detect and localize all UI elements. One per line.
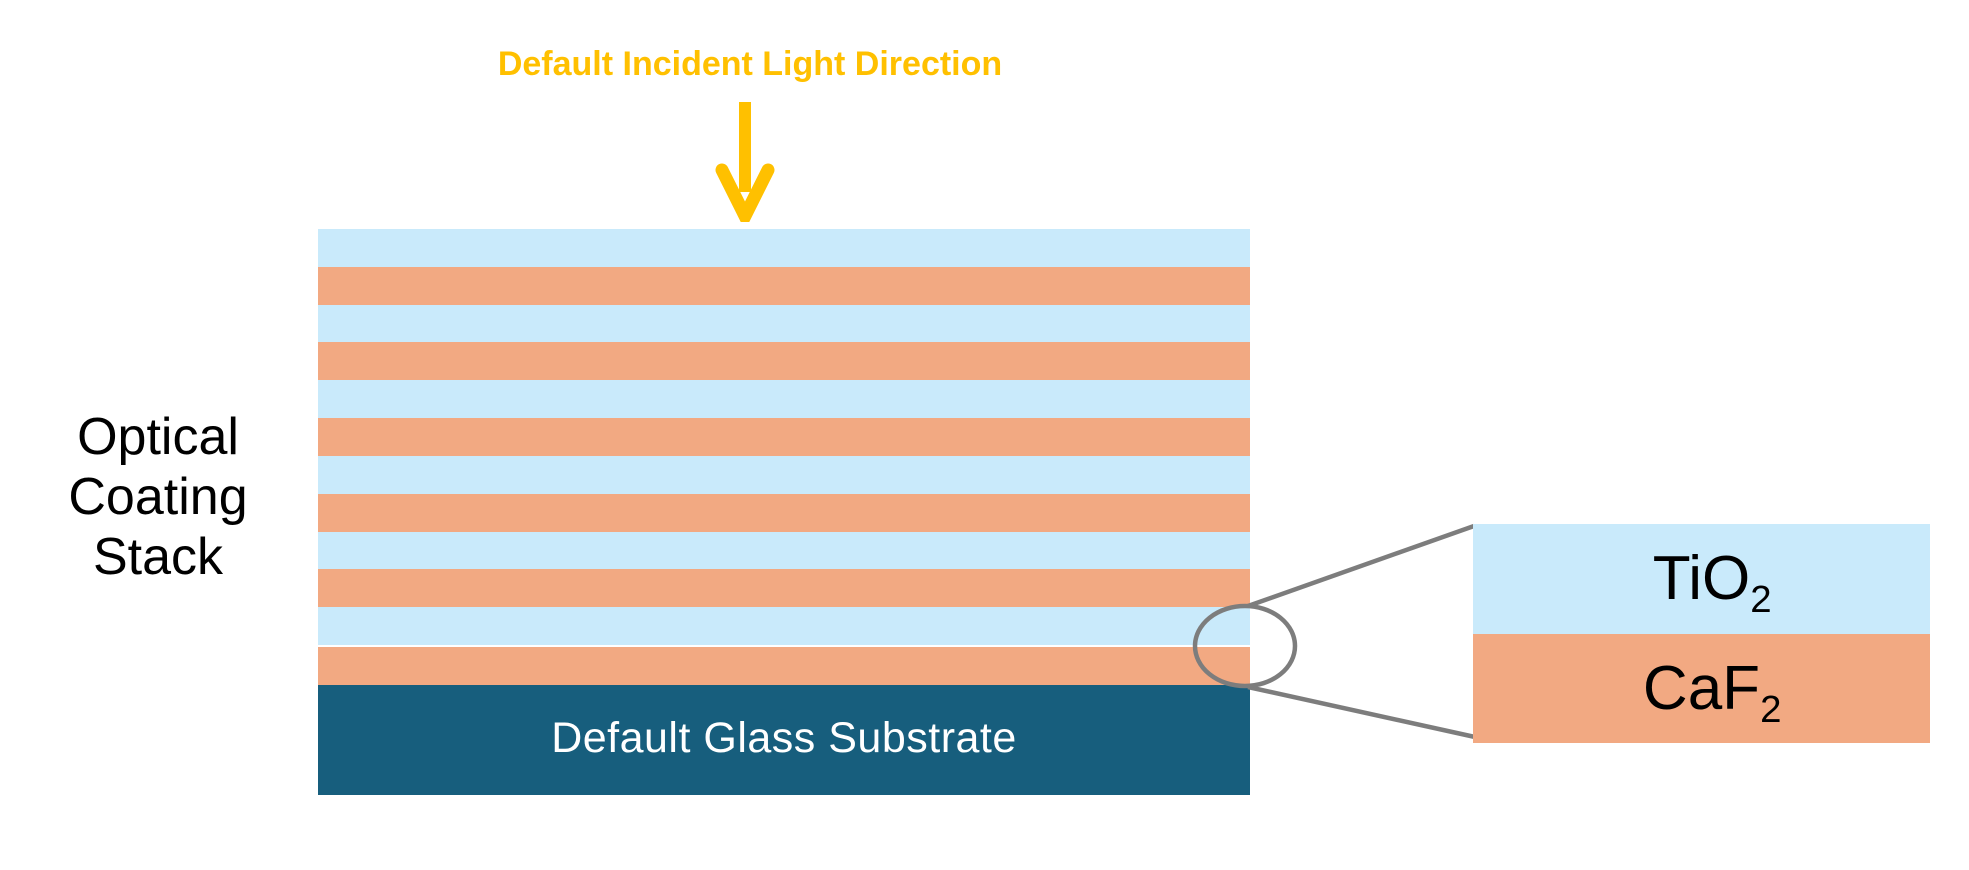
- coating-layer-5-tio2: [318, 380, 1250, 419]
- tio2-formula-main: TiO: [1652, 544, 1751, 614]
- stack-label: Optical Coating Stack: [38, 407, 278, 587]
- glass-substrate-label: Default Glass Substrate: [551, 713, 1017, 762]
- stack-label-line-2: Coating: [68, 468, 248, 526]
- coating-stack: Default Glass Substrate: [318, 229, 1250, 795]
- down-arrow-icon: [715, 102, 775, 222]
- callout-line-lower: [1247, 684, 1476, 740]
- coating-layer-11-tio2: [318, 607, 1250, 646]
- coating-layer-7-tio2: [318, 455, 1250, 494]
- layer-pair-detail: TiO2 CaF2: [1473, 524, 1930, 743]
- callout-line-upper: [1247, 523, 1475, 609]
- incident-light-title: Default Incident Light Direction: [497, 45, 1003, 83]
- coating-layer-3-tio2: [318, 304, 1250, 343]
- coating-layer-2-caf2: [318, 266, 1250, 305]
- coating-layer-1-tio2: [318, 229, 1250, 267]
- coating-layer-6-caf2: [318, 418, 1250, 456]
- detail-caf2-layer: CaF2: [1473, 633, 1930, 743]
- glass-substrate: Default Glass Substrate: [318, 685, 1250, 795]
- arrow-head: [715, 163, 775, 222]
- stack-label-line-1: Optical: [77, 408, 239, 466]
- coating-layer-9-tio2: [318, 531, 1250, 570]
- coating-layer-8-caf2: [318, 493, 1250, 532]
- tio2-formula: TiO2: [1652, 544, 1772, 622]
- callout-ellipse: [1192, 603, 1298, 689]
- caf2-formula: CaF2: [1642, 653, 1782, 731]
- magnifier-callout-icon: [1192, 523, 1476, 740]
- detail-tio2-layer: TiO2: [1473, 524, 1930, 634]
- coating-stack-layers: [318, 229, 1250, 685]
- coating-layer-4-caf2: [318, 342, 1250, 381]
- caf2-formula-main: CaF: [1642, 653, 1761, 723]
- coating-layer-12-caf2: [318, 645, 1250, 685]
- stack-label-line-3: Stack: [92, 528, 224, 586]
- coating-layer-10-caf2: [318, 569, 1250, 608]
